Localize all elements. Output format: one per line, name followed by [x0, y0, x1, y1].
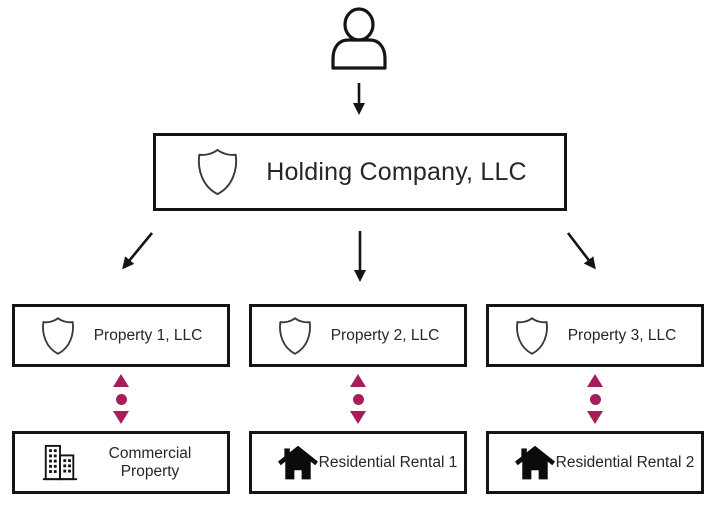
residential-rental-1-box: Residential Rental 1: [249, 431, 467, 494]
residential-rental-2-box: Residential Rental 2: [486, 431, 704, 494]
shield-icon: [516, 316, 548, 355]
arrow-up-icon: [350, 374, 366, 387]
arrow-holding-to-llc1: [122, 232, 154, 270]
house-icon: [278, 445, 318, 479]
residential-rental-2-label: Residential Rental 2: [555, 453, 695, 471]
link-dot-icon: [352, 393, 364, 405]
property-3-llc-label: Property 3, LLC: [567, 326, 677, 344]
arrow-up-icon: [113, 374, 129, 387]
holding-company-box: Holding Company, LLC: [153, 133, 567, 211]
house-icon: [515, 445, 555, 479]
link-dot-icon: [115, 393, 127, 405]
arrow-holding-to-llc3: [566, 232, 596, 270]
property-3-llc-box: Property 3, LLC: [486, 304, 704, 367]
property-2-llc-label: Property 2, LLC: [330, 326, 440, 344]
holding-company-label: Holding Company, LLC: [266, 157, 527, 186]
arrow-down-icon: [113, 411, 129, 424]
building-icon: [42, 444, 78, 480]
arrow-down-icon: [350, 411, 366, 424]
arrow-down-icon: [587, 411, 603, 424]
residential-rental-1-label: Residential Rental 1: [318, 453, 458, 471]
property-1-llc-box: Property 1, LLC: [12, 304, 230, 367]
shield-icon: [42, 316, 74, 355]
ownership-link-2: [349, 374, 367, 424]
commercial-property-label: Commercial Property: [108, 444, 192, 480]
shield-icon: [279, 316, 311, 355]
shield-icon: [197, 148, 238, 196]
ownership-link-1: [112, 374, 130, 424]
link-dot-icon: [589, 393, 601, 405]
property-1-llc-label: Property 1, LLC: [93, 326, 203, 344]
arrow-up-icon: [587, 374, 603, 387]
property-2-llc-box: Property 2, LLC: [249, 304, 467, 367]
commercial-property-box: Commercial Property: [12, 431, 230, 494]
person-icon: [331, 7, 387, 70]
ownership-link-3: [586, 374, 604, 424]
